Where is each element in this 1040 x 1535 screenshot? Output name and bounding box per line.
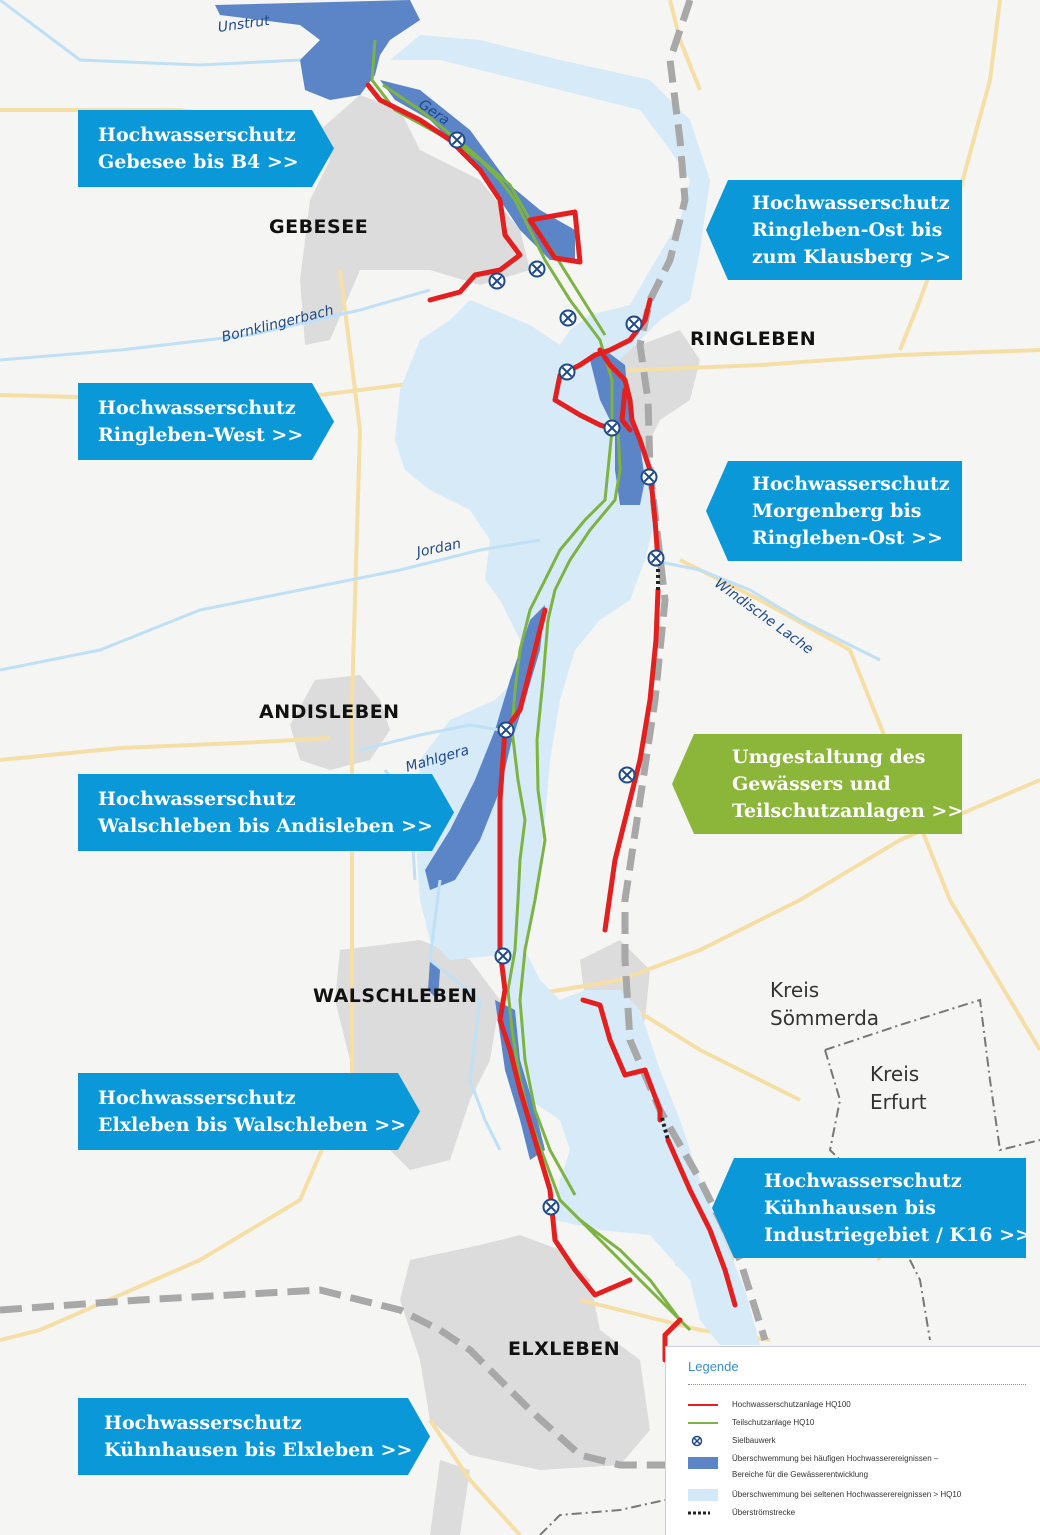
legend-dark-blue-swatch-icon	[688, 1457, 718, 1469]
callout-kuehnhausen-industrie-line1: Hochwasserschutz	[764, 1169, 962, 1192]
legend-title: Legende	[688, 1359, 739, 1374]
callout-morgenberg-line3: Ringleben-Ost >>	[752, 526, 943, 549]
town-label-walschleben: WALSCHLEBEN	[313, 985, 478, 1007]
callout-ringleben-ost-line2: Ringleben-Ost bis	[752, 218, 943, 241]
legend-label-frequent-flood-2: Bereiche für die Gewässerentwicklung	[732, 1470, 869, 1479]
legend-label-frequent-flood: Überschwemmung bei häufigen Hochwasserer…	[732, 1454, 939, 1463]
town-label-elxleben: ELXLEBEN	[508, 1338, 621, 1360]
callout-gebesee-line2: Gebesee bis B4 >>	[98, 150, 299, 173]
legend-label-sluice: Sielbauwerk	[732, 1436, 776, 1445]
callout-walschleben-button[interactable]: Hochwasserschutz Walschleben bis Andisle…	[78, 774, 454, 851]
legend-green-line-icon	[688, 1422, 718, 1424]
callout-elxleben-button[interactable]: Hochwasserschutz Elxleben bis Walschlebe…	[78, 1073, 420, 1150]
callout-ringleben-west-line1: Hochwasserschutz	[98, 396, 296, 419]
sluice-icon	[558, 363, 576, 381]
overflow-stretch	[656, 563, 670, 1141]
sluice-icon	[691, 1435, 703, 1447]
callout-morgenberg-line2: Morgenberg bis	[752, 499, 922, 522]
callout-morgenberg-line1: Hochwasserschutz	[752, 472, 950, 495]
sluice-markers	[448, 131, 665, 1216]
sluice-icon	[625, 315, 643, 333]
legend-dotted-line-icon	[688, 1511, 710, 1515]
district-label-erfurt-line1: Kreis	[870, 1062, 920, 1086]
legend-label-hq10: Teilschutzanlage HQ10	[732, 1418, 815, 1427]
town-label-andisleben: ANDISLEBEN	[259, 701, 400, 723]
railway	[0, 0, 769, 1469]
callout-ringleben-ost-line1: Hochwasserschutz	[752, 191, 950, 214]
callout-kuehnhausen-elxleben-button[interactable]: Hochwasserschutz Kühnhausen bis Elxleben…	[78, 1398, 430, 1475]
callout-umgestaltung-line1: Umgestaltung des	[732, 745, 926, 768]
legend-red-line-icon	[688, 1404, 718, 1406]
callout-umgestaltung-line3: Teilschutzanlagen >>	[732, 799, 964, 822]
district-label-soemmerda: Kreis Sömmerda	[770, 976, 879, 1032]
district-label-soemmerda-line1: Kreis	[770, 978, 820, 1002]
sluice-icon	[488, 272, 506, 290]
sluice-icon	[497, 721, 515, 739]
callout-ringleben-ost-line3: zum Klausberg >>	[752, 245, 951, 268]
flood-area-rare	[390, 35, 760, 1345]
callout-ringleben-ost-button[interactable]: Hochwasserschutz Ringleben-Ost bis zum K…	[706, 180, 962, 280]
legend-label-rare-flood: Überschwemmung bei seltenen Hochwasserer…	[732, 1490, 962, 1499]
district-label-soemmerda-line2: Sömmerda	[770, 1006, 880, 1030]
callout-umgestaltung-line2: Gewässers und	[732, 772, 891, 795]
callout-kuehnhausen-industrie-line3: Industriegebiet / K16 >>	[764, 1223, 1031, 1246]
sluice-icon	[618, 766, 636, 784]
callout-walschleben-line1: Hochwasserschutz	[98, 787, 296, 810]
callout-kuehnhausen-industrie-button[interactable]: Hochwasserschutz Kühnhausen bis Industri…	[712, 1158, 1026, 1258]
callout-elxleben-line2: Elxleben bis Walschleben >>	[98, 1113, 407, 1136]
town-label-gebesee: GEBESEE	[269, 216, 369, 238]
dam-hq100	[365, 82, 738, 1363]
sluice-icon	[640, 468, 658, 486]
legend-label-overflow: Überströmstrecke	[732, 1508, 796, 1517]
sluice-icon	[542, 1198, 560, 1216]
callout-walschleben-line2: Walschleben bis Andisleben >>	[98, 814, 433, 837]
callout-morgenberg-button[interactable]: Hochwasserschutz Morgenberg bis Ringlebe…	[706, 461, 962, 561]
callout-kuehnhausen-elxleben-line1: Hochwasserschutz	[104, 1411, 302, 1434]
legend-divider	[688, 1384, 1026, 1385]
sluice-icon	[647, 549, 665, 567]
callout-gebesee-button[interactable]: Hochwasserschutz Gebesee bis B4 >>	[78, 110, 334, 187]
town-label-ringleben: RINGLEBEN	[690, 328, 817, 350]
callout-elxleben-line1: Hochwasserschutz	[98, 1086, 296, 1109]
callout-umgestaltung-button[interactable]: Umgestaltung des Gewässers und Teilschut…	[672, 734, 962, 834]
map-legend: Legende Hochwasserschutzanlage HQ100 Tei…	[665, 1346, 1040, 1535]
callout-ringleben-west-line2: Ringleben-West >>	[98, 423, 304, 446]
callout-gebesee-line1: Hochwasserschutz	[98, 123, 296, 146]
sluice-icon	[494, 947, 512, 965]
callout-ringleben-west-button[interactable]: Hochwasserschutz Ringleben-West >>	[78, 383, 334, 460]
sluice-icon	[448, 131, 466, 149]
callout-kuehnhausen-elxleben-line2: Kühnhausen bis Elxleben >>	[104, 1438, 413, 1461]
callout-kuehnhausen-industrie-line2: Kühnhausen bis	[764, 1196, 936, 1219]
legend-label-hq100: Hochwasserschutzanlage HQ100	[732, 1400, 851, 1409]
sluice-icon	[559, 309, 577, 327]
sluice-icon	[603, 419, 621, 437]
sluice-icon	[528, 260, 546, 278]
legend-light-blue-swatch-icon	[688, 1489, 718, 1501]
district-label-erfurt-line2: Erfurt	[870, 1090, 927, 1114]
district-label-erfurt: Kreis Erfurt	[870, 1060, 927, 1116]
